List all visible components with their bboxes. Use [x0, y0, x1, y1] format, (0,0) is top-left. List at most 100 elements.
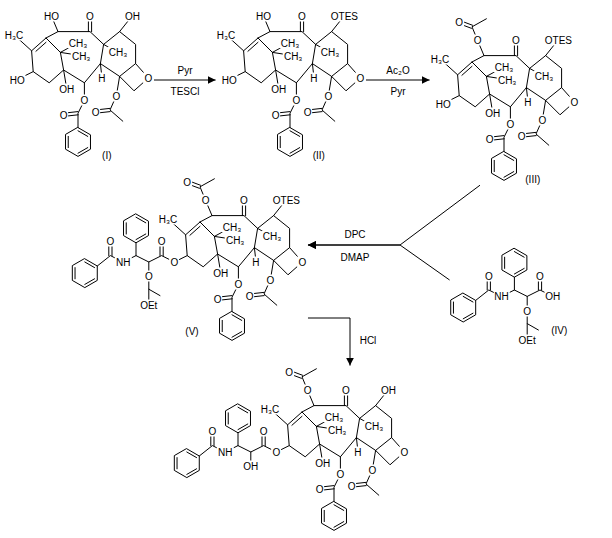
atom-label: O — [367, 464, 377, 475]
atom-label: O — [213, 293, 223, 304]
atom-label: CH₃ — [108, 47, 129, 58]
bond-line — [226, 16, 360, 157]
bond-line — [72, 214, 174, 288]
reagent-label: HCl — [359, 335, 378, 346]
reagent-label: Ac₂O — [385, 65, 410, 76]
reagent-label: DPC — [343, 229, 366, 240]
atom-label: O — [538, 114, 548, 125]
atom-label: O — [91, 106, 101, 117]
atom-label: O — [473, 35, 483, 46]
reaction-arrow — [308, 318, 350, 366]
atom-label: O — [506, 119, 516, 130]
atom-label: O — [315, 483, 325, 494]
atom-label: O — [297, 10, 307, 21]
reaction-arrow — [308, 245, 450, 280]
molecule-structure — [440, 19, 574, 181]
atom-label: CH₃ — [494, 61, 515, 72]
reagent-label: DMAP — [340, 252, 371, 263]
atom-label: CH₃ — [364, 421, 385, 432]
atom-label: OH — [484, 108, 501, 119]
atom-label: O — [59, 109, 69, 120]
atom-label: OH — [124, 10, 141, 21]
atom-label: CH₃ — [222, 221, 243, 232]
atom-label: OH — [242, 461, 259, 472]
atom-label: CH₃ — [324, 411, 345, 422]
atom-label: O — [239, 194, 249, 205]
atom-label: O — [292, 95, 302, 106]
atom-label: CH₃ — [68, 37, 89, 48]
atom-label: CH₃ — [283, 50, 304, 61]
atom-label: O — [144, 72, 154, 83]
atom-label: O — [271, 109, 281, 120]
atom-label: CH₃ — [327, 424, 348, 435]
atom-label: O — [303, 385, 313, 396]
atom-label: OH — [270, 84, 287, 95]
atom-label: NH — [115, 256, 131, 267]
atom-label: O — [347, 480, 357, 491]
bond-line — [174, 404, 276, 478]
atom-label: O — [517, 130, 527, 141]
reaction-arrow — [308, 185, 480, 245]
reagent-label: TESCl — [170, 86, 201, 97]
atom-label: O — [169, 256, 179, 267]
compound: OOOOHOOCH₃CH₃CH₃H₃CNHOOHOHOHOOOO — [173, 366, 410, 532]
atom-label: OH — [380, 384, 397, 395]
atom-label: H₃C — [4, 29, 25, 40]
atom-label: O — [112, 90, 122, 101]
atom-label: OH — [544, 291, 561, 302]
compound-number: (V) — [184, 325, 199, 336]
atom-label: OH — [212, 268, 229, 279]
atom-label: O — [157, 236, 167, 247]
atom-label: CH₃ — [71, 50, 92, 61]
atom-label: CH₃ — [320, 47, 341, 58]
atom-label: O — [341, 384, 351, 395]
atom-label: OTES — [330, 10, 359, 21]
bond-line — [451, 248, 553, 322]
atom-label: H — [309, 72, 318, 83]
atom-label: O — [144, 271, 154, 282]
atom-label: H — [523, 96, 532, 107]
structures — [14, 16, 574, 531]
bond-line — [270, 390, 404, 531]
atom-label: O — [535, 270, 545, 281]
molecule-structure — [451, 248, 553, 339]
atom-label: O — [85, 10, 95, 21]
atom-label: CH₃ — [280, 37, 301, 48]
atom-label: NH — [217, 446, 233, 457]
atom-label: O — [284, 366, 294, 377]
reaction-arrow — [366, 80, 430, 81]
atom-label: O — [522, 305, 532, 316]
atom-label: H — [251, 256, 260, 267]
atom-label: H₃C — [260, 403, 281, 414]
atom-label: O — [259, 426, 269, 437]
atom-label: O — [303, 106, 313, 117]
reaction-arrows — [154, 80, 480, 366]
bond-line — [168, 200, 302, 341]
atom-label: HO — [221, 74, 238, 85]
bond-line — [440, 40, 574, 181]
atom-label: CH₃ — [262, 231, 283, 242]
compound: (III)OOOOTESCH₃CH₃CH₃H₃COHOHOHOOOO — [430, 16, 580, 186]
atom-label: OTES — [272, 194, 301, 205]
atom-label: O — [511, 34, 521, 45]
compound: (IV)OONHOHOOEt — [450, 248, 569, 346]
atom-label: O — [484, 270, 494, 281]
bond-line — [174, 404, 276, 478]
atom-label: O — [399, 446, 409, 457]
bond-line — [72, 214, 174, 305]
atom-label: O — [485, 133, 495, 144]
molecule-structure — [174, 369, 404, 531]
atom-label: O — [201, 195, 211, 206]
atom-label: CH₃ — [534, 71, 555, 82]
atom-label: CH₃ — [497, 74, 518, 85]
atom-label: OEt — [518, 334, 537, 345]
compound-number: (IV) — [550, 324, 568, 335]
atom-label: H — [353, 446, 362, 457]
atom-label: OH — [58, 84, 75, 95]
atom-label: OH — [314, 458, 331, 469]
atom-label: O — [454, 16, 464, 27]
atom-label: O — [233, 279, 243, 290]
